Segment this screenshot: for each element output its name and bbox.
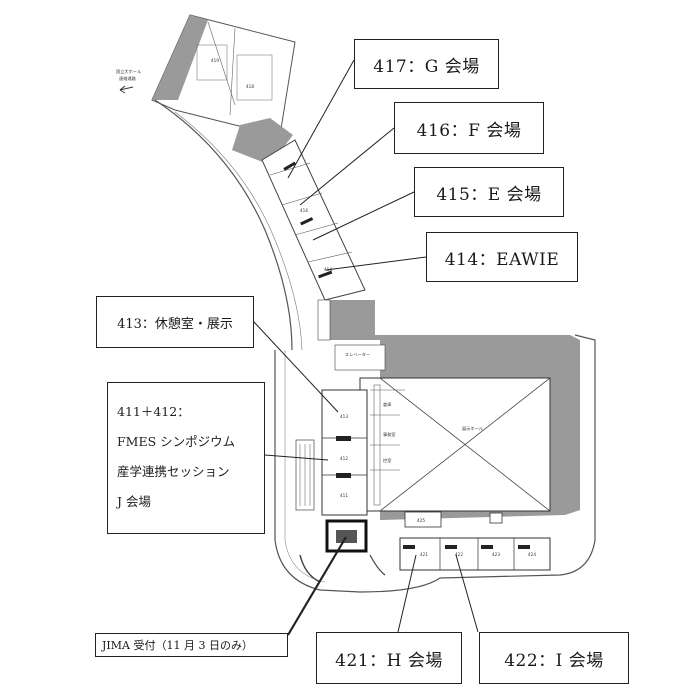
callout-414: 414：EAWIE: [426, 232, 578, 282]
south-rooms: [399, 511, 551, 571]
callout-417: 417：G 会場: [354, 39, 499, 89]
room-418-label: 418: [246, 84, 254, 89]
room-425-label: 425: [417, 518, 425, 523]
ev-label: エレベーター: [345, 351, 370, 358]
west-rooms: [295, 389, 368, 516]
waiting-label: 控室: [383, 457, 391, 464]
storage-label: 倉庫: [383, 401, 391, 408]
callout-411-412-line2: FMES シンポジウム: [117, 434, 236, 449]
room-412-label: 412: [340, 456, 348, 461]
room-419-label: 419: [211, 58, 219, 63]
office-label: 事務室: [383, 431, 396, 438]
callout-414-text: 414：EAWIE: [444, 249, 560, 270]
callout-411-412-line3: 産学連携セッション: [117, 464, 230, 479]
outer-wall: [274, 334, 596, 593]
callout-413-text: 413：休憩室・展示: [117, 316, 233, 332]
leader-lines: [253, 59, 479, 636]
exhibition-hall-label: 展示ホール: [462, 426, 483, 432]
callout-reception: JIMA 受付（11 月 3 日のみ）: [95, 633, 288, 657]
callout-422-text: 422：I 会場: [504, 650, 604, 671]
east-wing: [261, 139, 366, 301]
callout-421: 421：H 会場: [316, 632, 462, 684]
room-423-label: 423: [492, 552, 500, 557]
callout-417-text: 417：G 会場: [373, 56, 480, 77]
callout-413: 413：休憩室・展示: [96, 296, 254, 348]
callout-415: 415：E 会場: [414, 167, 564, 217]
kokuritsu-label: 国立大ホール: [116, 68, 141, 75]
callout-422: 422：I 会場: [479, 632, 629, 684]
room-413-label: 413: [340, 414, 348, 419]
callout-reception-text: JIMA 受付（11 月 3 日のみ）: [102, 639, 253, 652]
callout-411-412: 411＋412： FMES シンポジウム 産学連携セッション J 会場: [107, 382, 265, 534]
callout-416: 416：F 会場: [394, 102, 544, 154]
room-421-label: 421: [420, 552, 428, 557]
room-424-label: 424: [528, 552, 536, 557]
callout-421-text: 421：H 会場: [335, 650, 443, 671]
north-wing: [151, 14, 296, 165]
main-building: [317, 299, 580, 524]
room-411-label: 411: [340, 493, 348, 498]
callout-415-text: 415：E 会場: [436, 184, 542, 205]
corridor-outer-wall: [154, 99, 293, 351]
renraku-label: 連絡通路: [119, 75, 137, 82]
arrow-left-icon: [119, 86, 134, 91]
room-416-label: 416: [300, 208, 308, 213]
callout-411-412-line1: 411＋412：: [117, 404, 190, 419]
callout-416-text: 416：F 会場: [416, 120, 522, 141]
callout-411-412-line4: J 会場: [117, 494, 151, 509]
room-422-label: 422: [455, 552, 463, 557]
